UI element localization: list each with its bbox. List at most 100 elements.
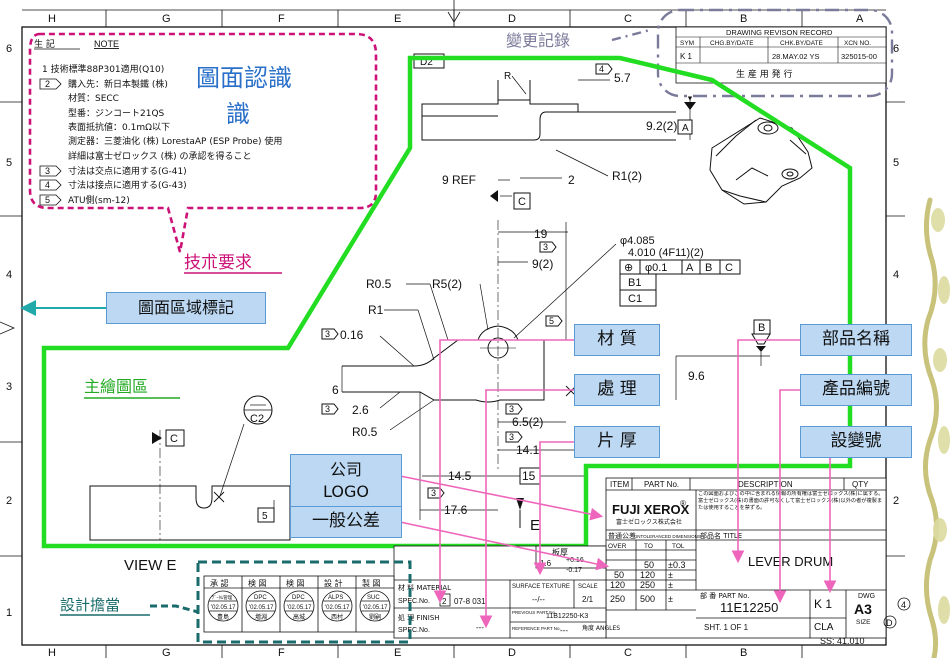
- dim-phi-2: 4.010 (4F11)(2): [628, 247, 704, 259]
- tol-row-to: 500: [640, 594, 655, 604]
- dim-r0-5: R0.5: [366, 277, 392, 291]
- material-label: 材 料 MATERIAL: [398, 583, 451, 592]
- drawing-recognition-label: 圖面認識: [196, 64, 292, 92]
- revision-header: XCN NO.: [844, 40, 871, 47]
- dim-9-2b: 9(2): [532, 257, 553, 271]
- tol-row-to: 250: [640, 580, 655, 590]
- finish-value: ---: [476, 623, 484, 632]
- isometric-view: [709, 117, 813, 205]
- revision-note: 生 産 用 発 行: [736, 68, 792, 80]
- datum-a: A: [682, 123, 689, 134]
- part-no-value: 11E12250: [720, 600, 778, 615]
- gdt-tolerance: φ0.1: [645, 262, 667, 274]
- thickness-tol-plus: +0.16: [566, 557, 584, 564]
- dim-flag5a: 5: [549, 316, 554, 326]
- dim-d2: D2: [420, 57, 433, 68]
- revision-header: SYM: [680, 40, 694, 47]
- approval-header: 設 計: [324, 578, 343, 588]
- dim-2-6: 2.6: [352, 403, 369, 417]
- approval-stamp: ﾃﾞｰﾀﾑ管理 '02.05.17 豊島: [207, 590, 239, 622]
- grid-row-left: 6: [6, 43, 12, 55]
- view-e-label: VIEW E: [124, 557, 177, 574]
- scale-label: SCALE: [578, 584, 598, 590]
- size-label: SIZE: [856, 619, 871, 626]
- dim-flag5b: 5: [262, 511, 268, 522]
- svg-text:4: 4: [45, 180, 50, 190]
- tol-row-to: 50: [644, 560, 654, 570]
- svg-text:高城: 高城: [293, 613, 305, 621]
- scale-value: 2/1: [582, 595, 594, 604]
- approval-stamp: DPC '02.05.17 増淵: [245, 590, 277, 622]
- tol-row-over: 120: [610, 580, 625, 590]
- grid-ticks: [0, 0, 905, 658]
- tb-item: ITEM: [610, 480, 629, 489]
- decorative-vine-leaves: [931, 208, 950, 624]
- spec-table: 板厚 1.6 +0.16 -0.17 材 料 MATERIAL SPEC.No.…: [393, 545, 620, 639]
- note-item: ATU側(sm-12): [68, 194, 130, 206]
- approval-header: 検 図: [286, 578, 305, 588]
- grid-row-left: 1: [6, 607, 12, 619]
- confidential-note: この図面およびこの中に含まれる情報の所有権は富士ゼロックス(株)に属する。富士ゼ…: [698, 491, 884, 511]
- company-name: FUJI XEROX: [612, 502, 690, 517]
- revision-chk: 28.MAY.02 YS: [772, 52, 820, 61]
- drawing-recognition-bubble: 圖面認識 識 技朮要求: [28, 32, 378, 274]
- approval-stamp: DPC '02.05.17 高城: [283, 590, 315, 622]
- revision-header: CHG.BY/DATE: [710, 40, 754, 47]
- approval-header: 検 図: [248, 578, 267, 588]
- svg-text:劉嗣: 劉嗣: [369, 613, 381, 621]
- view-e-part: C C2 5 VIEW E E: [89, 395, 540, 574]
- tol-row-tol: ±0.3: [668, 560, 685, 570]
- zone-marker-label: 圖面區域標記: [106, 292, 266, 324]
- tol-row-tol: ±: [668, 594, 673, 604]
- note-flag-2: 2: [39, 78, 62, 90]
- svg-text:DPC: DPC: [292, 595, 305, 601]
- main-view-outline: [41, 55, 853, 549]
- grid-col-top: H: [48, 13, 56, 25]
- dim-19: 19: [534, 227, 548, 241]
- sheet-d-mark: D: [886, 618, 893, 628]
- svg-text:DPC: DPC: [254, 595, 267, 601]
- part-no-label: 部 番 PART No.: [700, 591, 750, 600]
- dim-c2: C2: [250, 413, 264, 425]
- note-item: 購入先：新日本製鐵 (株): [68, 78, 168, 90]
- note-item: 詳細は富士ゼロックス (株) の承認を得ること: [68, 150, 251, 162]
- design-change-callout: 設變號: [800, 426, 912, 458]
- gdt-datum-c: C: [725, 262, 733, 274]
- grid-col-bottom: B: [740, 647, 747, 658]
- dim-9-2: 9.2(2): [646, 119, 677, 133]
- svg-text:'02.05.17: '02.05.17: [363, 605, 388, 611]
- note-flag-3: 3: [39, 165, 62, 177]
- company-logo-line-2: LOGO: [323, 482, 369, 501]
- note-flag-4: 4: [39, 179, 62, 191]
- svg-text:2: 2: [45, 79, 50, 89]
- grid-row-right: 6: [893, 43, 899, 55]
- dim-r1-2: R1(2): [612, 169, 642, 183]
- svg-text:増淵: 増淵: [255, 613, 267, 621]
- surface-value: --/--: [532, 595, 545, 604]
- note-item: 型番：ジンコート21QS: [68, 107, 165, 119]
- tol-row-over: 50: [614, 570, 624, 580]
- grid-row-left: 5: [6, 157, 12, 169]
- grid-row-right: 4: [893, 269, 899, 281]
- dim-15: 15: [522, 469, 536, 483]
- gdt-c1: C1: [628, 293, 642, 305]
- tol-to-header: TO: [644, 543, 653, 550]
- svg-text:SUC: SUC: [367, 595, 380, 601]
- dwg-label: DWG: [858, 593, 875, 600]
- general-tolerance-callout: 一般公差: [290, 506, 402, 538]
- cla-label: CLA: [814, 622, 834, 633]
- note-item: 寸法は交点に適用する(G-41): [68, 165, 187, 177]
- grid-col-bottom: E: [394, 647, 401, 658]
- design-responsibility-label: 設計擔當: [60, 596, 120, 614]
- approval-stamp: ALPS '02.05.17 西村: [321, 590, 353, 622]
- grid-row-left: 3: [6, 381, 12, 393]
- dim-flag3c: 3: [325, 404, 330, 414]
- prev-part-value: 11B12250-K3: [546, 613, 588, 620]
- thickness-callout: 片 厚: [574, 426, 660, 458]
- main-view-label: 主繪圖區: [84, 377, 148, 396]
- notes-title: NOTE: [94, 39, 119, 49]
- company-subname: 富士ゼロックス株式会社: [616, 518, 682, 526]
- dim-2: 2: [568, 173, 575, 187]
- dim-r0-5b: R0.5: [352, 425, 378, 439]
- svg-text:西村: 西村: [331, 613, 343, 621]
